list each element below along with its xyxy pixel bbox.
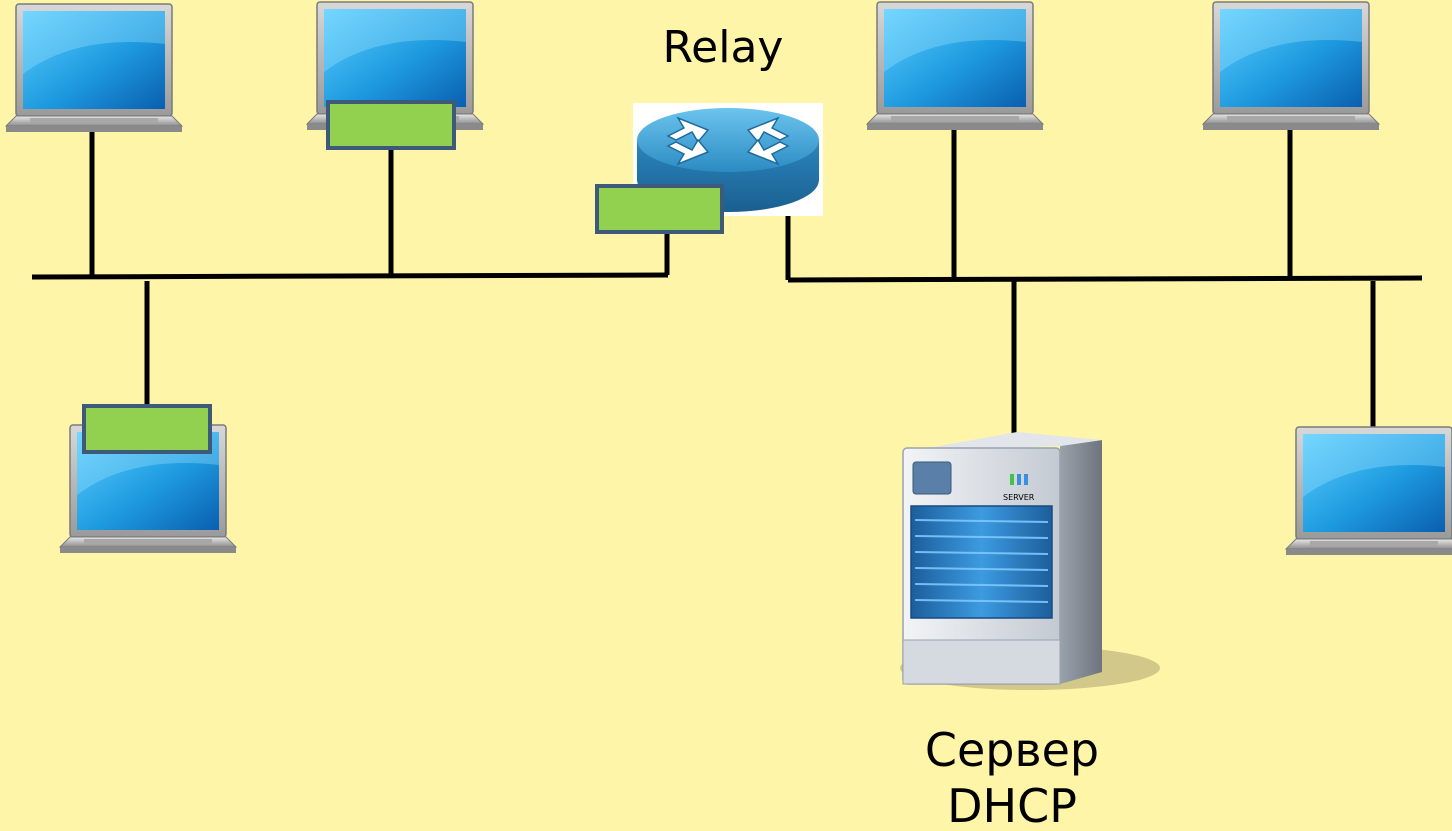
relay-label: Relay [663, 22, 784, 73]
laptop-icon [1285, 426, 1452, 556]
laptop-icon [866, 1, 1044, 131]
packet-box [326, 100, 456, 150]
packet-box [595, 184, 724, 234]
left-bus [31, 272, 669, 280]
laptop-icon [1202, 1, 1380, 131]
server-label-line2: DHCP [947, 779, 1077, 831]
right-bus [787, 275, 1423, 283]
laptop-icon [5, 3, 183, 133]
server-badge: SERVER [1003, 493, 1035, 502]
server-label-line1: Сервер [925, 723, 1099, 777]
server-icon: SERVER [900, 432, 1160, 690]
packet-box [82, 404, 212, 454]
router-icon [633, 103, 823, 216]
network-lines [31, 128, 1423, 436]
